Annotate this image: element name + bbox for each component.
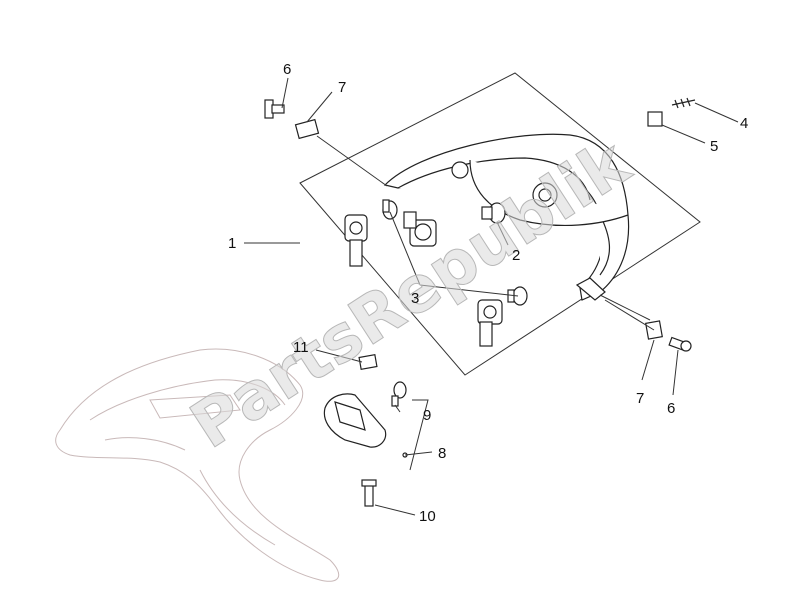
callout-7-bottom: 7 [636, 390, 644, 407]
callout-8: 8 [438, 445, 446, 462]
callout-labels: 1 2 3 4 5 6 6 7 7 8 9 10 11 [228, 61, 748, 525]
screw-6-bottom [668, 336, 692, 352]
screw-10 [361, 479, 377, 507]
taillight-housing [383, 133, 630, 301]
callout-4: 4 [740, 115, 748, 132]
clip-7-top [294, 118, 320, 140]
bulb-socket-left [344, 214, 368, 267]
clip-11 [358, 354, 378, 370]
callout-9: 9 [423, 407, 431, 424]
callout-7-top: 7 [338, 79, 346, 96]
callout-2: 2 [512, 247, 520, 264]
license-plate-light [323, 393, 408, 458]
callout-1: 1 [228, 235, 236, 252]
callout-6-bottom: 6 [667, 400, 675, 417]
callout-10: 10 [419, 508, 436, 525]
bulb-3-upper [382, 199, 398, 220]
callout-6-top: 6 [283, 61, 291, 78]
callout-11: 11 [293, 339, 309, 356]
callout-5: 5 [710, 138, 718, 155]
leader-lines [244, 77, 739, 516]
screw-4 [671, 97, 696, 109]
screw-6-top [264, 99, 285, 119]
bulb-9 [391, 381, 407, 407]
bulb-socket-bottom [477, 299, 503, 347]
clip-5 [647, 111, 663, 127]
rear-fender-outline [55, 348, 340, 582]
taillight-assembly-boundary [299, 72, 701, 376]
bulb-2 [481, 202, 506, 224]
bulb-socket-center [403, 211, 437, 247]
callout-3: 3 [411, 290, 419, 307]
